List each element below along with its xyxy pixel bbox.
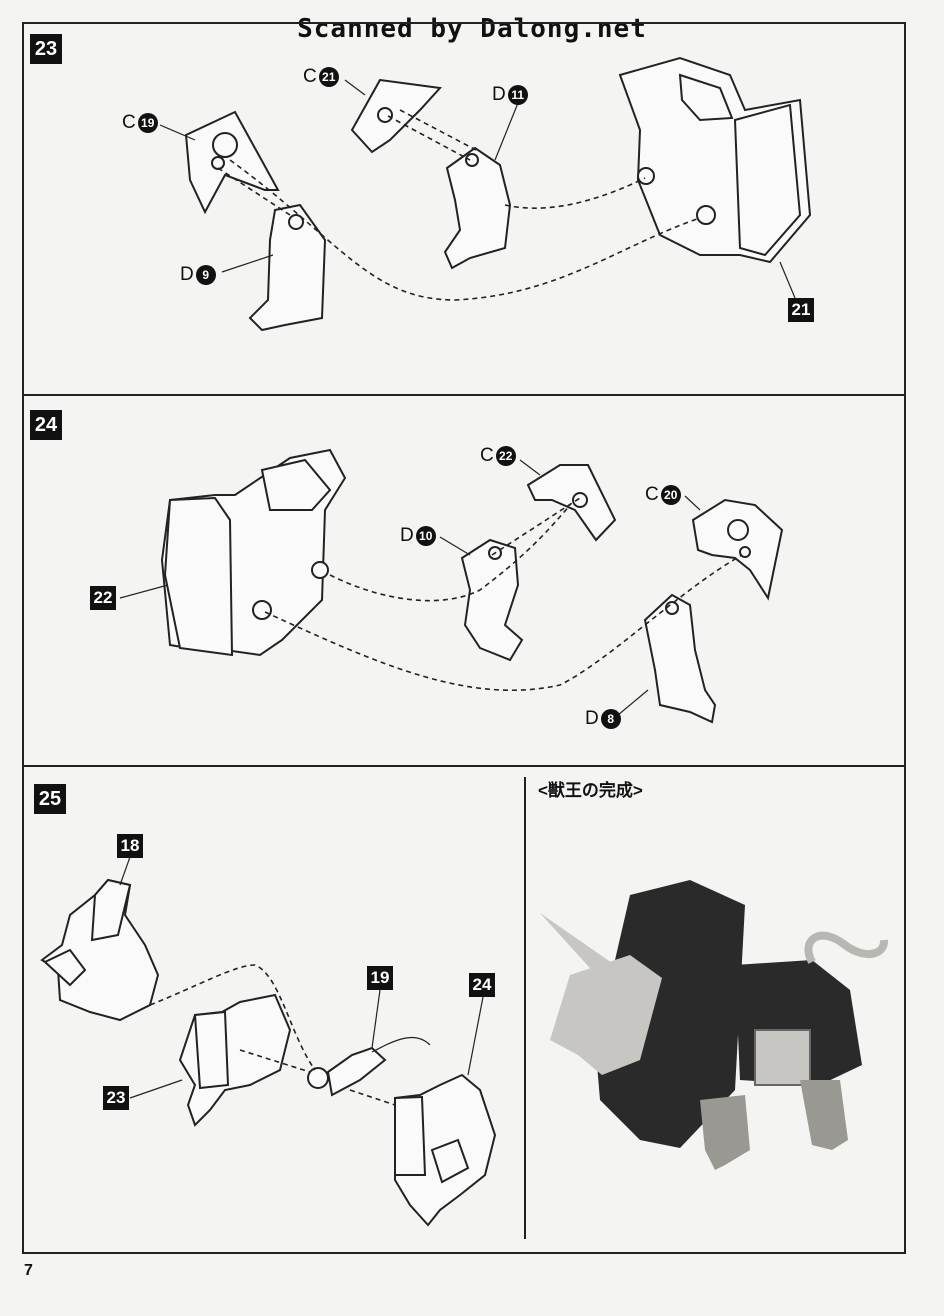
page-number: 7 [24, 1262, 33, 1279]
watermark-text: Scanned by Dalong.net [297, 14, 647, 44]
step-25-illustration [40, 856, 497, 1227]
completed-model-photo [528, 800, 900, 1230]
step-divider-2 [22, 765, 906, 767]
ref-badge-18: 18 [117, 834, 143, 858]
completion-title: <獣王の完成> [538, 781, 643, 800]
ref-badge-24: 24 [469, 973, 495, 997]
step-23-illustration [159, 56, 812, 332]
ref-badge-23: 23 [103, 1086, 129, 1110]
ref-badge-19: 19 [367, 966, 393, 990]
step-24-illustration [119, 448, 784, 724]
completion-divider [524, 777, 526, 1239]
step-23-badge: 23 [30, 34, 62, 64]
result-badge-22: 22 [90, 586, 116, 610]
step-24-badge: 24 [30, 410, 62, 440]
result-badge-21: 21 [788, 298, 814, 322]
step-divider-1 [22, 394, 906, 396]
step-25-badge: 25 [34, 784, 66, 814]
page-frame [22, 22, 906, 1254]
